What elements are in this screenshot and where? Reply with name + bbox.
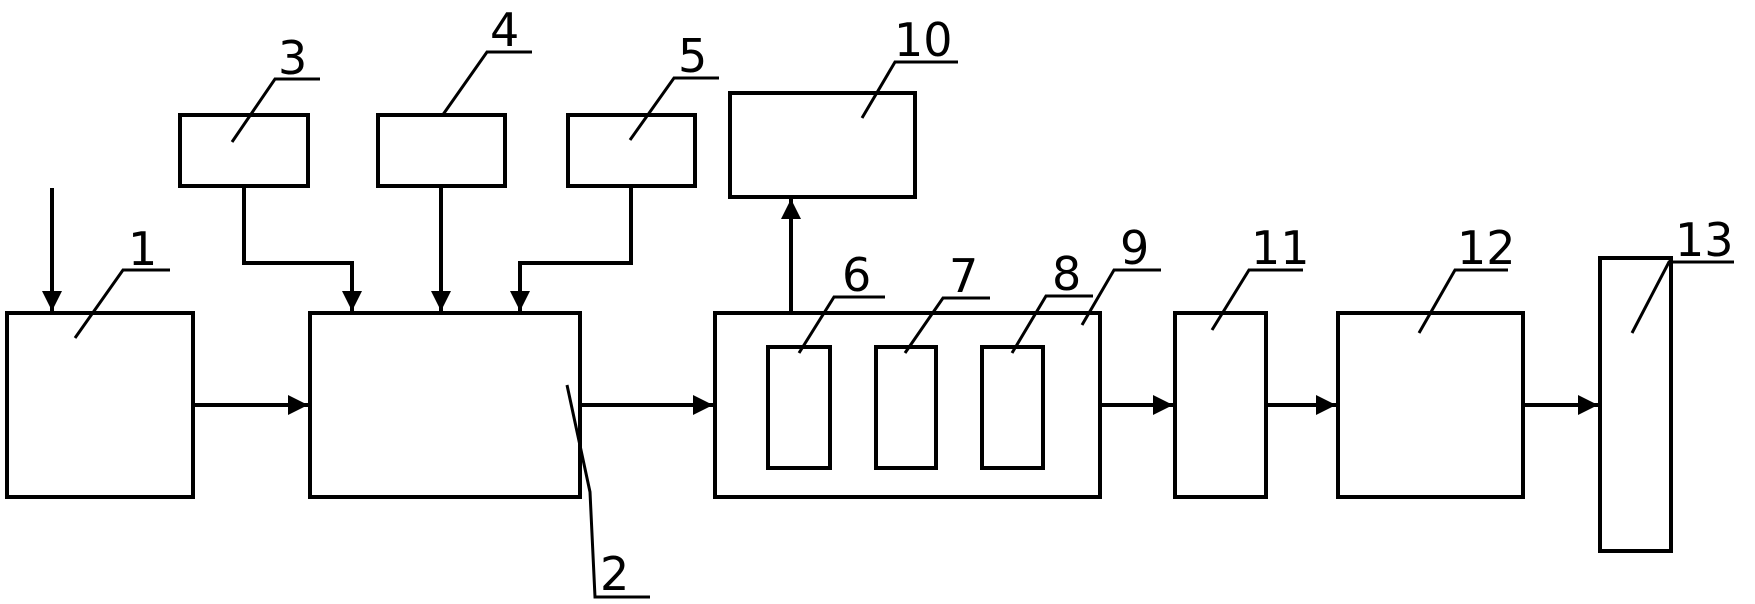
label-9: 9 [1120, 221, 1149, 275]
block-5 [566, 113, 697, 188]
block-8 [980, 345, 1045, 470]
label-6: 6 [842, 248, 871, 302]
leader-2 [565, 384, 650, 599]
label-11: 11 [1251, 221, 1310, 275]
leader-9 [1080, 268, 1161, 326]
block-13 [1598, 256, 1673, 553]
label-5: 5 [678, 29, 707, 83]
label-1: 1 [128, 222, 157, 276]
block-10 [728, 91, 917, 199]
arrow-5-to-2 [510, 186, 633, 311]
leader-12 [1417, 268, 1508, 334]
block-1 [5, 311, 195, 499]
label-13: 13 [1675, 213, 1734, 267]
leader-8 [1010, 294, 1093, 354]
label-7: 7 [949, 249, 978, 303]
block-7 [874, 345, 938, 470]
leader-13 [1630, 260, 1734, 334]
leader-6 [797, 295, 885, 354]
leader-3 [230, 77, 320, 143]
leader-1 [73, 268, 170, 339]
block-2 [308, 311, 582, 499]
leader-5 [628, 76, 719, 141]
leader-10 [860, 60, 958, 119]
leader-11 [1210, 268, 1303, 331]
block-11 [1173, 311, 1268, 499]
label-8: 8 [1052, 247, 1081, 301]
label-12: 12 [1457, 221, 1516, 275]
label-2: 2 [600, 547, 629, 601]
leader-4 [440, 50, 532, 117]
block-6 [766, 345, 832, 470]
label-3: 3 [278, 31, 307, 85]
block-12 [1336, 311, 1525, 499]
label-4: 4 [490, 3, 519, 57]
block-4 [376, 113, 507, 188]
arrow-3-to-2 [242, 186, 362, 311]
leader-7 [903, 296, 990, 354]
label-10: 10 [894, 13, 953, 67]
